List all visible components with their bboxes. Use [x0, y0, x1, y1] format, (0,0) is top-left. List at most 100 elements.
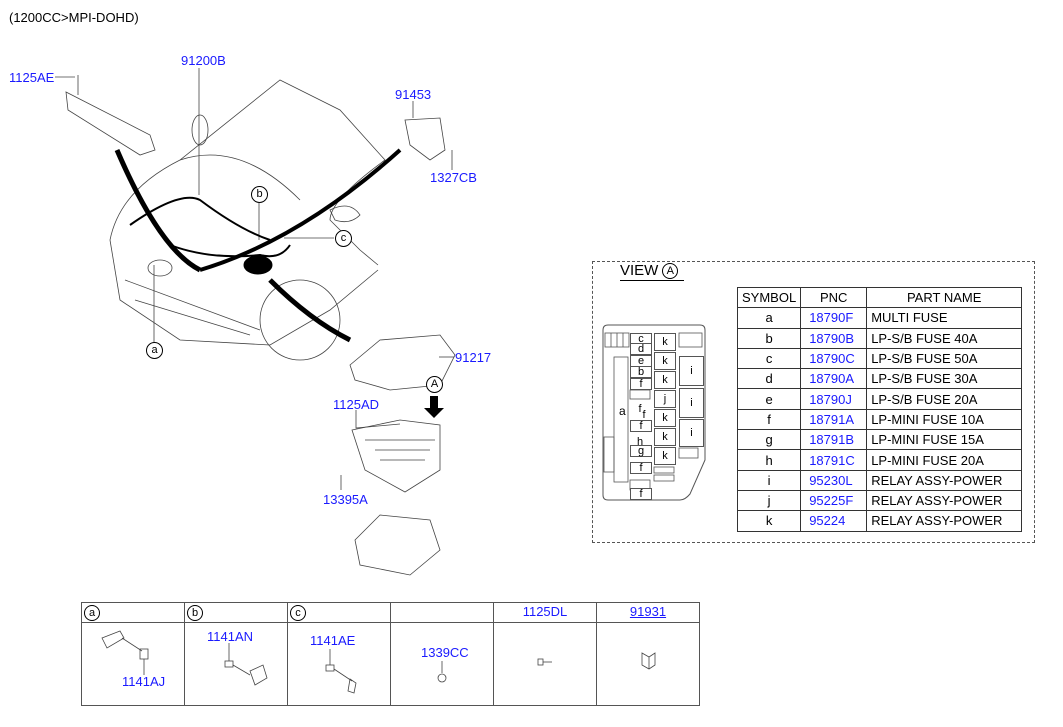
part-label-1125AE[interactable]: 1125AE — [9, 70, 55, 85]
view-a-marker: A — [426, 376, 443, 393]
pnc-cell[interactable]: 18791C — [800, 449, 868, 471]
symbol-a-circle: a — [84, 605, 100, 621]
fastener-cell-1125DL — [493, 622, 597, 706]
part-name-cell: RELAY ASSY-POWER — [866, 469, 1023, 491]
pnc-cell[interactable]: 95230L — [800, 469, 868, 491]
view-a-panel — [592, 261, 1035, 543]
parts-table-header: SYMBOL PNC PART NAME — [736, 286, 1023, 309]
part-label-1141AN[interactable]: 1141AN — [207, 629, 254, 644]
part-label-1141AJ[interactable]: 1141AJ — [122, 674, 166, 689]
pnc-cell[interactable]: 18791B — [800, 429, 868, 451]
relay-slot-k: k — [654, 428, 676, 446]
fastener-header-blank — [390, 602, 494, 623]
part-name-cell: LP-S/B FUSE 50A — [866, 347, 1023, 370]
bracket-drawing — [65, 91, 156, 156]
bolt-terminal-icon — [325, 649, 357, 694]
symbol-cell: c — [736, 347, 802, 370]
symbol-cell: d — [736, 368, 802, 390]
relay-slot-k: k — [654, 352, 676, 370]
symbol-b-marker: b — [251, 186, 268, 203]
part-name-cell: LP-S/B FUSE 30A — [866, 368, 1023, 390]
part-label-1339CC[interactable]: 1339CC — [421, 645, 469, 660]
fastener-cell-a: 1141AJ — [81, 622, 185, 706]
pnc-cell[interactable]: 18791A — [800, 408, 868, 431]
symbol-b-circle: b — [187, 605, 203, 621]
part-name-cell: MULTI FUSE — [866, 307, 1023, 329]
part-label-91217[interactable]: 91217 — [455, 350, 492, 365]
part-name-cell: LP-MINI FUSE 15A — [866, 429, 1023, 451]
part-label-91931[interactable]: 91931 — [629, 604, 667, 619]
symbol-cell: g — [736, 429, 802, 451]
part-name-cell: LP-S/B FUSE 40A — [866, 327, 1023, 349]
fuse-box-cover-drawing — [349, 334, 456, 391]
fuse-slot-h: h — [636, 436, 644, 448]
part-label-1125AD[interactable]: 1125AD — [333, 397, 380, 412]
part-name-cell: LP-MINI FUSE 10A — [866, 408, 1023, 431]
fuse-slot-f: f — [630, 378, 652, 390]
symbol-cell: e — [736, 388, 802, 410]
part-name-cell: LP-MINI FUSE 20A — [866, 449, 1023, 471]
fuse-box-drawing — [351, 419, 441, 493]
screw-icon — [537, 658, 552, 666]
fuse-slot-f: f — [630, 488, 652, 500]
pnc-cell[interactable]: 18790F — [800, 307, 868, 329]
fastener-header-b: b — [184, 602, 288, 623]
symbol-c-marker: c — [335, 230, 352, 247]
arrow-down-icon — [424, 396, 444, 418]
fastener-header-row: a b c 1125DL 91931 — [81, 602, 700, 623]
pnc-cell[interactable]: 95225F — [800, 489, 868, 512]
fastener-cell-91931 — [596, 622, 700, 706]
view-title-text: VIEW — [620, 262, 659, 279]
cowl-bracket-drawing — [404, 117, 446, 161]
part-label-91453[interactable]: 91453 — [395, 87, 432, 102]
pnc-cell[interactable]: 18790A — [800, 368, 868, 390]
fastener-cell-b: 1141AN — [184, 622, 288, 706]
pnc-cell[interactable]: 18790C — [800, 347, 868, 370]
relay-slot-i: i — [679, 356, 704, 386]
fuse-slot-g: g — [630, 445, 652, 457]
pnc-cell[interactable]: 95224 — [800, 510, 868, 532]
fastener-cell-c: 1141AE — [287, 622, 391, 706]
fastener-body-row: 1141AJ 1141AN 1141AE 1339CC — [81, 622, 700, 706]
fuse-slot-b: b — [630, 366, 652, 378]
part-label-1141AE[interactable]: 1141AE — [310, 633, 356, 648]
relay-slot-k: k — [654, 447, 676, 465]
pnc-cell[interactable]: 18790B — [800, 327, 868, 349]
part-label-13395A[interactable]: 13395A — [323, 492, 368, 507]
header-part-name: PART NAME — [866, 286, 1023, 309]
fuse-slot-d: d — [630, 343, 652, 355]
part-label-91200B[interactable]: 91200B — [181, 53, 226, 68]
relay-slot-i: i — [679, 388, 704, 418]
relay-slot-k: k — [654, 371, 676, 389]
fastener-header-a: a — [81, 602, 185, 623]
pnc-cell[interactable]: 18790J — [800, 388, 868, 410]
fuse-slot-f: f — [630, 462, 652, 474]
relay-slot-i: i — [679, 419, 704, 447]
fastener-table: a b c 1125DL 91931 1141AJ 1141AN 1141AE … — [81, 602, 700, 706]
bolt-bracket-icon — [224, 643, 268, 686]
symbol-cell: b — [736, 327, 802, 349]
part-name-cell: LP-S/B FUSE 20A — [866, 388, 1023, 410]
nut-icon — [437, 661, 447, 683]
view-symbol: A — [662, 263, 679, 279]
diagram-title: (1200CC>MPI-DOHD) — [9, 10, 139, 25]
part-label-1125DL[interactable]: 1125DL — [522, 604, 568, 619]
header-symbol: SYMBOL — [736, 286, 802, 309]
part-label-1327CB[interactable]: 1327CB — [430, 170, 477, 185]
fastener-header-c: c — [287, 602, 391, 623]
symbol-cell: j — [736, 489, 802, 512]
bracket-icon — [641, 652, 656, 670]
